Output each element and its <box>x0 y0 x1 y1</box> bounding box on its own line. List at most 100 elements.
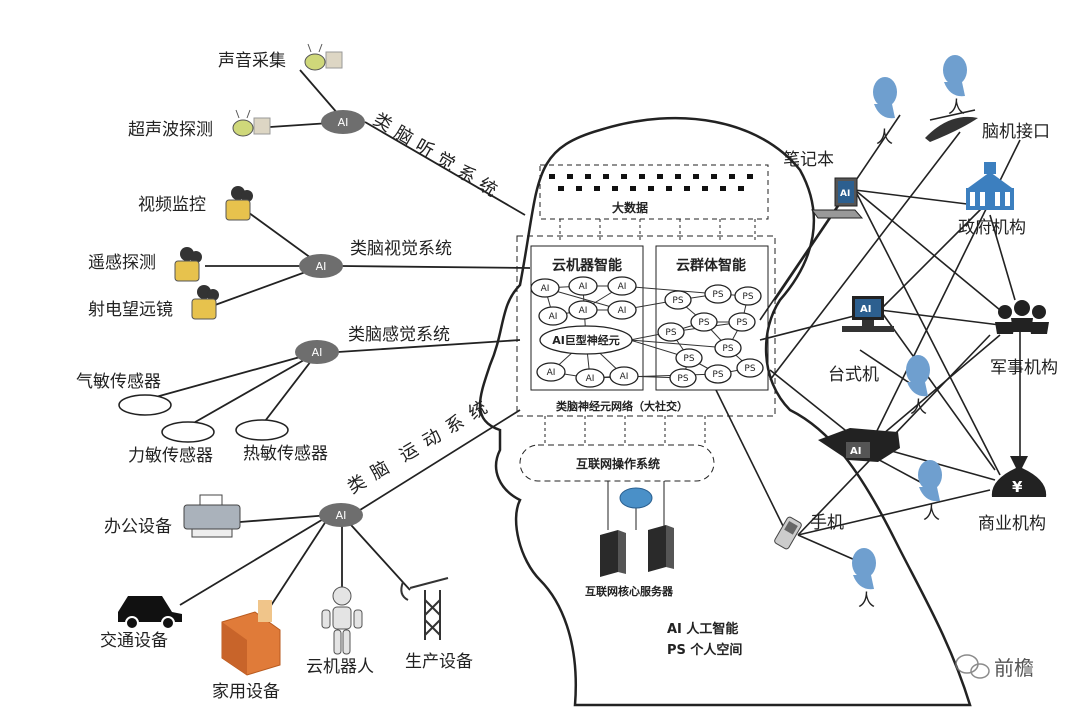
ps-node <box>669 368 697 388</box>
ps-node-label: PS <box>712 290 723 300</box>
hearing-title-char: 统 <box>475 174 501 201</box>
ultrasonic-sensor-icon <box>232 109 271 137</box>
ai-hub-label: AI <box>336 509 347 522</box>
person-label: 人 <box>948 98 965 118</box>
label-sound-capture: 声音采集 <box>218 51 286 71</box>
cloud-machine-title: 云机器智能 <box>552 257 622 274</box>
phone-label: 手机 <box>810 513 844 533</box>
big-data-dots <box>549 174 753 191</box>
label-office-equipment: 办公设备 <box>104 517 172 537</box>
motion-title-char: 类 <box>344 471 370 498</box>
brain-interface-label: 脑机接口 <box>982 122 1050 142</box>
ai-giant-neuron-label: AI巨型神经元 <box>552 333 620 347</box>
label-remote-sensing: 遥感探测 <box>88 253 156 273</box>
ai-neuron-label: AI <box>586 374 595 384</box>
hearing-title-char: 系 <box>454 161 480 188</box>
microphone-icon <box>304 43 343 71</box>
label-cloud-robot: 云机器人 <box>306 657 374 677</box>
brain-interface-headband-icon <box>925 116 978 142</box>
gas-sensor-icon <box>118 394 172 416</box>
hearing-title-char: 听 <box>412 135 438 162</box>
ai-hub-sense <box>295 340 339 364</box>
ai-neuron <box>575 368 605 388</box>
label-traffic-equipment: 交通设备 <box>100 631 168 651</box>
ai-neuron <box>568 276 598 296</box>
core-server-icon <box>600 481 674 577</box>
label-force-sensor: 力敏传感器 <box>128 446 213 466</box>
ai-neuron <box>568 300 598 320</box>
internet-os-label: 互联网操作系统 <box>576 456 660 471</box>
ps-node-label: PS <box>665 328 676 338</box>
desktop-computer-icon <box>842 296 894 332</box>
legend-ai: AI 人工智能 <box>667 621 738 637</box>
motion-title-char: 动 <box>419 425 445 452</box>
ps-node-label: PS <box>683 354 694 364</box>
desktop-ai-badge: AI <box>860 304 871 315</box>
car-icon <box>118 596 182 630</box>
motion-title-char: 运 <box>396 439 422 466</box>
thermal-sensor-icon <box>235 419 289 441</box>
ai-neuron-label: AI <box>549 312 558 322</box>
military-people-icon <box>995 300 1049 334</box>
cloud-group-box <box>655 245 769 391</box>
ai-hub-label: AI <box>316 260 327 273</box>
laptop-ai-badge: AI <box>840 189 850 199</box>
ps-node <box>714 338 742 358</box>
motion-title-char: 系 <box>442 411 468 438</box>
label-ultrasonic: 超声波探测 <box>128 120 213 140</box>
camera-icon <box>191 285 219 320</box>
person-icon <box>943 55 967 97</box>
military-label: 军事机构 <box>990 358 1058 378</box>
label-gas-sensor: 气敏传感器 <box>76 372 161 392</box>
legend-ps: PS 个人空间 <box>667 642 742 658</box>
cloud-machine-box <box>530 245 644 391</box>
person-label: 人 <box>910 398 927 418</box>
ps-node <box>675 348 703 368</box>
motion-title-char: 统 <box>465 397 491 424</box>
person-icon <box>918 460 942 502</box>
big-data-label: 大数据 <box>612 200 648 215</box>
ai-neuron <box>538 306 568 326</box>
government-label: 政府机构 <box>958 218 1026 238</box>
ps-node-label: PS <box>742 292 753 302</box>
motion-system-title: 类 脑 运 动 系 统 <box>344 397 491 498</box>
ai-hub-label: AI <box>312 346 323 359</box>
label-home-equipment: 家用设备 <box>212 682 280 702</box>
camera-icon <box>174 247 202 282</box>
hearing-system-title: 类 脑 听 觉 系 统 <box>370 109 501 201</box>
ai-hub-label: AI <box>338 116 349 129</box>
vision-system-title: 类脑视觉系统 <box>350 239 452 259</box>
mobile-phone-icon <box>774 516 802 550</box>
laptop-icon <box>811 177 864 219</box>
hearing-title-char: 类 <box>370 109 396 136</box>
label-thermal-sensor: 热敏传感器 <box>243 444 328 464</box>
head-outline <box>478 116 972 707</box>
desktop-label: 台式机 <box>828 365 879 385</box>
person-label: 人 <box>876 128 893 148</box>
ps-node-label: PS <box>722 344 733 354</box>
camera-icon <box>225 186 253 221</box>
robot-icon <box>321 586 363 655</box>
ai-hub-vision <box>299 254 343 278</box>
ai-neuron <box>607 300 637 320</box>
internet-os-box <box>519 444 715 482</box>
ps-node-label: PS <box>744 364 755 374</box>
oil-pump-icon <box>400 577 449 640</box>
ai-neuron-label: AI <box>620 372 629 382</box>
money-bag-icon <box>991 456 1047 497</box>
force-sensor-icon <box>161 421 215 443</box>
ps-nodes <box>657 284 764 388</box>
right-connections <box>715 109 1021 561</box>
big-data-box <box>539 164 769 220</box>
printer-icon <box>183 494 241 538</box>
label-video-monitoring: 视频监控 <box>138 195 206 215</box>
ps-node-label: PS <box>736 318 747 328</box>
ps-node <box>664 290 692 310</box>
ps-node-label: PS <box>698 318 709 328</box>
hearing-title-char: 脑 <box>391 122 417 149</box>
ps-node <box>704 284 732 304</box>
watermark-logo <box>955 654 990 679</box>
ps-node <box>736 358 764 378</box>
motion-title-char: 脑 <box>367 457 393 484</box>
